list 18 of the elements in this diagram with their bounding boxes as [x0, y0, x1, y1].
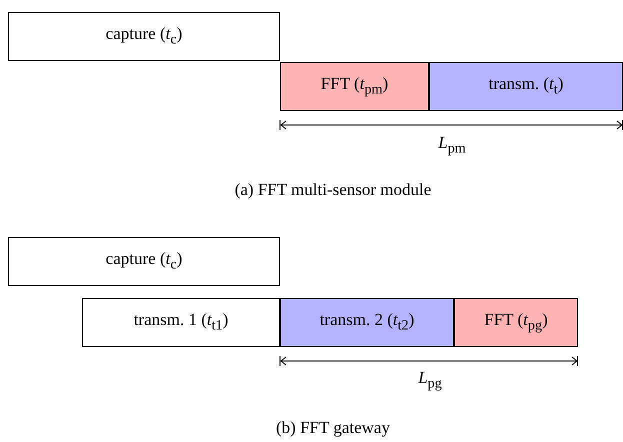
process-box — [82, 298, 280, 347]
dimension-label: L$_{pg}$ — [418, 368, 442, 392]
box-label: capture (t$_{c}$) — [106, 24, 182, 49]
process-box — [280, 62, 429, 111]
process-box — [8, 237, 280, 286]
subfigure-caption: (a) FFT multi-sensor module — [234, 180, 432, 200]
process-box — [8, 12, 280, 61]
process-box — [454, 298, 578, 347]
subfigure-caption: (b) FFT gateway — [276, 418, 390, 438]
process-box — [429, 62, 623, 111]
box-label: transm. 1 (t$_{t1}$) — [134, 310, 228, 335]
box-label: FFT (t$_{pg}$) — [484, 310, 548, 335]
process-box — [280, 298, 454, 347]
box-label: FFT (t$_{pm}$) — [320, 74, 388, 99]
dimension-label: L$_{pm}$ — [438, 133, 466, 158]
box-label: transm. 2 (t$_{t2}$) — [320, 310, 414, 335]
box-label: capture (t$_{c}$) — [106, 249, 182, 274]
box-label: transm. (t$_{t}$) — [488, 74, 564, 99]
